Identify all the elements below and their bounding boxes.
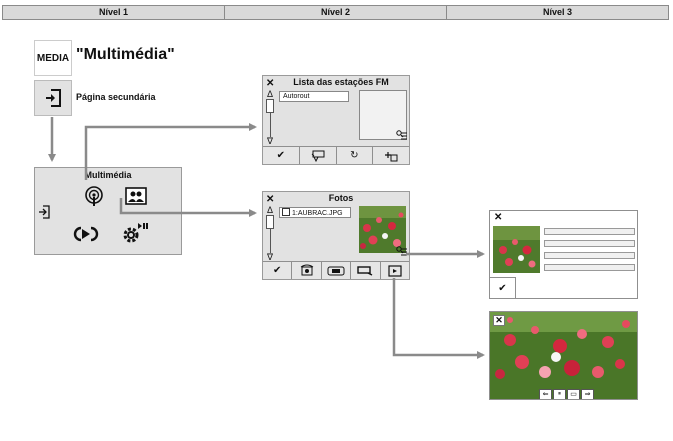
fm-scrollbar[interactable]: Δ ∇ [265, 90, 275, 146]
secondary-page-label: Página secundária [76, 92, 156, 102]
arrow-photo-to-photos [119, 198, 257, 217]
memory-button[interactable] [300, 147, 337, 164]
media-button[interactable]: MEDIA [34, 40, 72, 76]
level-3-label: Nível 3 [542, 7, 573, 17]
photos-scrollbar[interactable]: Δ ∇ [265, 206, 275, 262]
level-header: Nível 1 Nível 2 Nível 3 [2, 5, 669, 20]
settings-icon[interactable] [121, 221, 149, 245]
fm-panel-title: Lista das estações FM [293, 77, 389, 87]
memory-icon [311, 150, 325, 162]
fullscreen-button[interactable] [381, 262, 409, 279]
slideshow-button[interactable] [351, 262, 381, 279]
close-icon[interactable]: ✕ [266, 194, 275, 205]
fullscreen-photo[interactable] [490, 312, 637, 399]
scroll-down-icon[interactable]: ∇ [266, 252, 274, 262]
photos-panel-title: Fotos [328, 193, 354, 203]
level-1-label: Nível 1 [3, 6, 225, 19]
scroll-thumb[interactable] [266, 215, 274, 229]
list-options-icon[interactable] [396, 130, 408, 140]
photo-preview [493, 226, 540, 273]
check-icon: ✔ [498, 282, 507, 294]
slideshow-icon [357, 265, 373, 276]
media-title: "Multimédia" [76, 46, 175, 63]
scroll-down-icon[interactable]: ∇ [266, 136, 274, 146]
photos-button-bar: ✔ [263, 261, 409, 279]
fm-stations-panel: ✕ Lista das estações FM Δ ∇ Autorout ✔ ↻ [262, 75, 410, 165]
photo-info-line [544, 264, 635, 271]
close-icon[interactable]: ✕ [493, 315, 505, 326]
photo-info-line [544, 228, 635, 235]
fullscreen-photo-panel: ✕ ⇐ ⏸ ▭ ⇒ [489, 311, 638, 400]
photo-info-line [544, 240, 635, 247]
multimedia-panel-title: Multimédia [84, 170, 132, 180]
arrow-to-fullscreen [392, 278, 485, 359]
photo-detail-panel: ✕ ✔ [489, 210, 638, 299]
check-button[interactable]: ✔ [263, 147, 300, 164]
multimedia-panel: Multimédia [34, 167, 182, 255]
close-icon[interactable]: ✕ [494, 212, 503, 223]
rotate-icon [300, 264, 313, 276]
source-icon[interactable] [73, 226, 99, 242]
view-mode-button[interactable] [322, 262, 352, 279]
refresh-icon: ↻ [350, 150, 359, 161]
radio-icon[interactable] [83, 185, 105, 207]
check-button[interactable]: ✔ [263, 262, 293, 279]
photo-list-item[interactable]: 1:AUBRAC.JPG [279, 207, 351, 218]
fullscreen-icon [388, 264, 402, 277]
playback-controls: ⇐ ⏸ ▭ ⇒ [539, 389, 594, 399]
scroll-track [269, 229, 271, 253]
list-options-icon[interactable] [396, 246, 408, 256]
previous-icon[interactable]: ⇐ [539, 389, 552, 399]
refresh-button[interactable]: ↻ [337, 147, 374, 164]
pause-icon[interactable]: ⏸ [553, 389, 566, 399]
check-icon: ✔ [273, 265, 282, 276]
next-icon[interactable]: ⇒ [581, 389, 594, 399]
view-mode-icon [327, 266, 345, 275]
arrow-radio-to-fm [84, 123, 257, 180]
scroll-up-icon[interactable]: Δ [266, 205, 273, 215]
close-icon[interactable]: ✕ [266, 78, 275, 89]
check-button[interactable]: ✔ [490, 277, 516, 298]
station-info-area [359, 90, 407, 140]
radio-options-icon [385, 151, 398, 161]
enter-icon [46, 89, 61, 107]
photo-file-icon [282, 208, 290, 216]
rotate-button[interactable] [292, 262, 322, 279]
scroll-track [269, 113, 271, 137]
check-icon: ✔ [276, 150, 286, 161]
photo-file-name: 1:AUBRAC.JPG [292, 210, 343, 217]
exit-icon[interactable] [38, 205, 50, 219]
photos-panel: ✕ Fotos Δ ∇ 1:AUBRAC.JPG ✔ [262, 191, 410, 280]
level-2-label: Nível 2 [225, 6, 447, 19]
fm-button-bar: ✔ ↻ [263, 146, 409, 164]
scroll-thumb[interactable] [266, 99, 274, 113]
photo-icon[interactable] [125, 187, 147, 205]
info-icon[interactable]: ▭ [567, 389, 580, 399]
photo-thumbnail[interactable] [359, 206, 406, 253]
radio-options-button[interactable] [373, 147, 409, 164]
station-list-item[interactable]: Autorout [279, 91, 349, 102]
photo-info-line [544, 252, 635, 259]
scroll-up-icon[interactable]: Δ [266, 89, 273, 99]
secondary-page-button[interactable] [34, 80, 72, 116]
